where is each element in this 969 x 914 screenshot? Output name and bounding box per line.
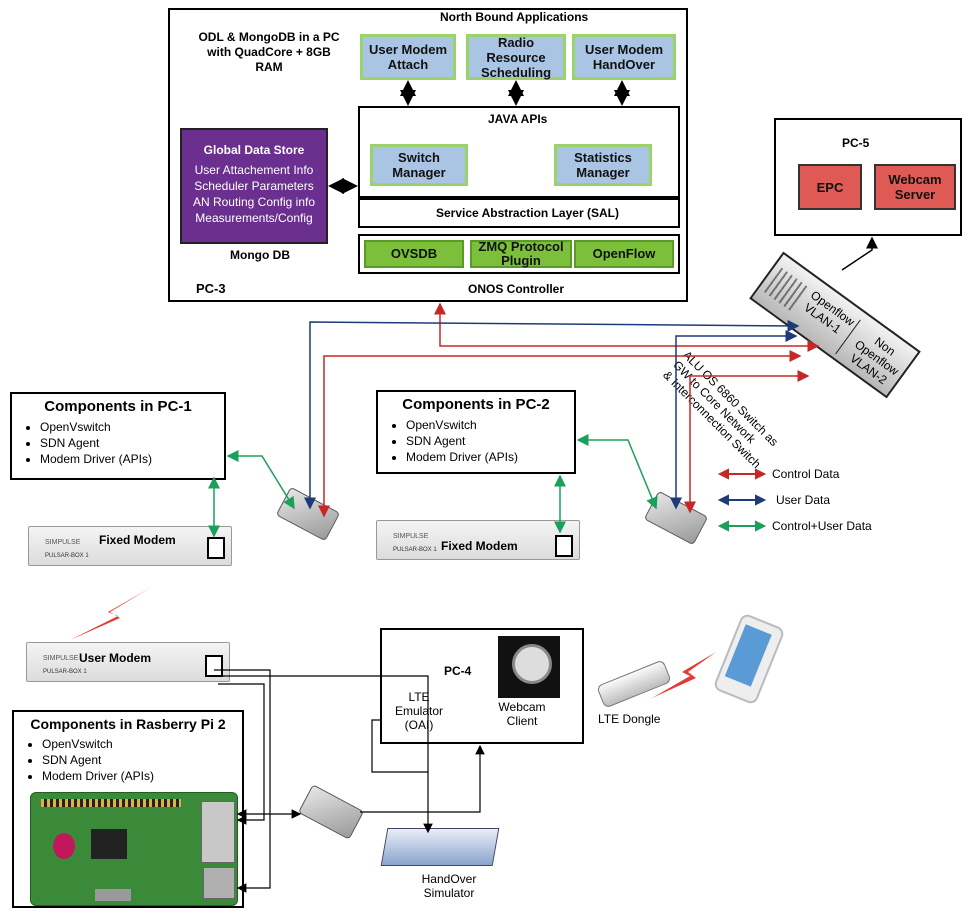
plugin-ovsdb: OVSDB (364, 240, 464, 268)
rpi-item: Modem Driver (APIs) (42, 768, 242, 784)
pc1-components-box: Components in PC-1 OpenVswitch SDN Agent… (10, 392, 226, 480)
pc2-item: SDN Agent (406, 433, 574, 449)
legend-arrow-user (717, 494, 767, 506)
pc1-item: OpenVswitch (40, 419, 224, 435)
modem-port (555, 535, 573, 557)
webcam-icon (512, 644, 552, 684)
rpi-title: Components in Rasberry Pi 2 (30, 716, 226, 732)
sal-label: Service Abstraction Layer (SAL) (436, 206, 619, 220)
java-apis-label: JAVA APIs (488, 112, 548, 126)
lte-dongle-image (596, 659, 672, 709)
pc1-title: Components in PC-1 (44, 398, 192, 415)
global-data-store: Global Data Store User Attachement Info … (180, 128, 328, 244)
rpi-item: OpenVswitch (42, 736, 242, 752)
rpi-ethernet (203, 867, 235, 899)
non-openflow-vlan2-label: Non Openflow VLAN-2 (835, 319, 915, 393)
link-switch-pc4 (360, 744, 485, 813)
control-onos-switch (434, 302, 820, 352)
modem-model: PULSAR-BOX 1 (45, 553, 89, 559)
lte-emulator-label: LTE Emulator (OAI) (394, 690, 444, 732)
rpi-gpio (41, 799, 181, 807)
pc2-components-box: Components in PC-2 OpenVswitch SDN Agent… (376, 390, 576, 474)
statistics-manager: Statistics Manager (554, 144, 652, 186)
fixed-modem-2: SIMPULSE PULSAR-BOX 1 Fixed Modem (376, 520, 580, 560)
rpi-chip (91, 829, 127, 859)
switch-manager: Switch Manager (370, 144, 468, 186)
modem-brand: SIMPULSE (45, 539, 81, 546)
pc2-title: Components in PC-2 (402, 396, 550, 413)
plugin-zmq: ZMQ Protocol Plugin (470, 240, 572, 268)
app-user-modem-attach: User Modem Attach (360, 34, 456, 80)
modem-port (205, 655, 223, 677)
legend-label-control: Control Data (772, 467, 840, 481)
handover-simulator-image (380, 828, 500, 866)
plugin-openflow: OpenFlow (574, 240, 674, 268)
fixed-modem-1-label: Fixed Modem (99, 533, 176, 547)
gds-item: AN Routing Config info (192, 195, 316, 209)
smartphone-screen (724, 624, 772, 687)
pc3-label: PC-3 (196, 281, 226, 296)
user-modem-label: User Modem (79, 651, 152, 665)
onos-controller-label: ONOS Controller (468, 282, 565, 296)
legend-label-control-user: Control+User Data (772, 519, 872, 533)
smartphone-image (712, 612, 786, 706)
legend: Control Data User Data Control+User Data (717, 462, 900, 542)
pc2-ovs-switch (643, 490, 709, 546)
epc-box: EPC (798, 164, 862, 210)
modem-model: PULSAR-BOX 1 (43, 669, 87, 675)
sal-box (358, 198, 680, 228)
handover-simulator-label: HandOver Simulator (421, 872, 477, 900)
pc5-label: PC-5 (842, 136, 870, 150)
rpi-ovs-switch (297, 784, 365, 840)
fixed-modem-2-label: Fixed Modem (441, 539, 518, 553)
fixed-modem-1: SIMPULSE PULSAR-BOX 1 Fixed Modem (28, 526, 232, 566)
gds-item: User Attachement Info (194, 163, 314, 177)
app-user-modem-handover: User Modem HandOver (572, 34, 676, 80)
legend-arrows (717, 468, 767, 532)
raspberry-pi-board (30, 792, 238, 906)
pc1-item: Modem Driver (APIs) (40, 451, 224, 467)
pc1-ovs-switch (275, 486, 341, 542)
modem-brand: SIMPULSE (43, 655, 79, 662)
legend-arrow-control (717, 468, 767, 480)
modem-model: PULSAR-BOX 1 (393, 547, 437, 553)
rpi-hdmi (95, 889, 131, 901)
rpi-item: SDN Agent (42, 752, 242, 768)
pc2-item: OpenVswitch (406, 417, 574, 433)
mongo-db-label: Mongo DB (230, 248, 290, 262)
pc3-spec: ODL & MongoDB in a PC with QuadCore + 8G… (198, 30, 340, 74)
gds-title: Global Data Store (203, 143, 305, 157)
pc1-item: SDN Agent (40, 435, 224, 451)
modem-port (207, 537, 225, 559)
user-modem: SIMPULSE PULSAR-BOX 1 User Modem (26, 642, 230, 682)
gds-item: Measurements/Config (195, 211, 313, 225)
openflow-vlan1-label: Openflow VLAN-1 (801, 287, 858, 337)
link-switch-pc5 (841, 236, 878, 271)
alu-switch: Openflow VLAN-1 Non Openflow VLAN-2 (749, 251, 921, 399)
north-bound-title: North Bound Applications (440, 10, 589, 24)
pc2-item: Modem Driver (APIs) (406, 449, 574, 465)
legend-arrow-control-user (717, 520, 767, 532)
webcam-image (498, 636, 560, 698)
wireless-bolt-icon (70, 588, 150, 640)
app-radio-resource-scheduling: Radio Resource Scheduling (466, 34, 566, 80)
pc4-label: PC-4 (444, 664, 472, 678)
lte-dongle-label: LTE Dongle (598, 712, 661, 726)
gds-item: Scheduler Parameters (194, 179, 314, 193)
rpi-logo (53, 833, 75, 859)
webcam-server-box: Webcam Server (874, 164, 956, 210)
rpi-usb-ports (201, 801, 235, 863)
green-pc2-switch (576, 434, 658, 510)
webcam-client-label: Webcam Client (498, 700, 546, 728)
legend-label-user: User Data (776, 493, 831, 507)
modem-brand: SIMPULSE (393, 533, 429, 540)
